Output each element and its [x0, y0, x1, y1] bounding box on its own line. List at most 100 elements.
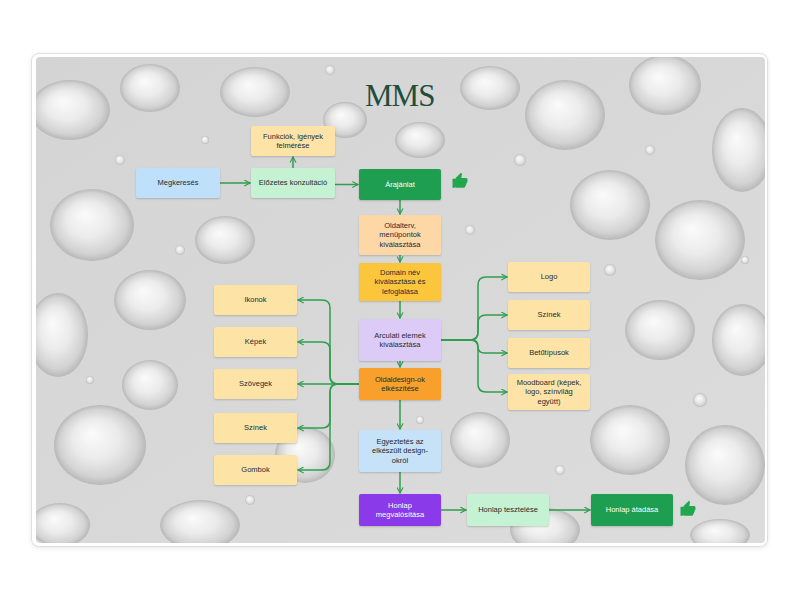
- process-box: Arculati elemek kiválasztása: [359, 319, 441, 361]
- box-text: Egyeztetés az elkészült design-okról: [364, 437, 436, 465]
- water-drop: [693, 393, 707, 407]
- flow-arrow: [298, 384, 359, 470]
- box-text: Szövegek: [239, 379, 272, 388]
- box-text: Domain név kiválasztása és lefoglalása: [364, 268, 436, 296]
- process-box: Színek: [214, 413, 297, 443]
- water-drop: [36, 503, 90, 543]
- water-drop: [50, 189, 134, 261]
- box-text: Oldalterv, menüpontok kiválasztása: [364, 221, 436, 249]
- box-text: Arculati elemek kiválasztása: [364, 331, 436, 350]
- water-drop: [175, 245, 185, 255]
- water-drop: [36, 80, 110, 140]
- water-drop: [395, 122, 445, 158]
- box-text: Moodboard (képek, logo, színvilág együtt…: [513, 378, 585, 406]
- process-box: Logo: [508, 262, 590, 292]
- flow-arrow: [441, 340, 507, 392]
- water-drop: [120, 64, 180, 112]
- water-drop: [86, 376, 94, 384]
- water-drop: [685, 425, 765, 505]
- water-drop: [54, 405, 146, 485]
- box-text: Előzetes konzultáció: [259, 178, 327, 187]
- flow-arrow: [298, 300, 359, 384]
- box-text: Megkeresés: [158, 178, 199, 187]
- box-text: Honlap tesztelése: [478, 505, 538, 514]
- box-text: Képek: [245, 337, 266, 346]
- box-text: Árajánlat: [385, 180, 415, 189]
- flow-arrow: [441, 509, 466, 511]
- water-drop: [741, 256, 749, 264]
- flow-arrow: [441, 315, 507, 340]
- logo-text: MMS: [365, 80, 434, 111]
- water-drop: [122, 360, 178, 410]
- water-drop: [325, 65, 335, 75]
- process-box: Ikonok: [214, 285, 297, 315]
- water-drop: [465, 225, 475, 235]
- flow-arrow: [292, 157, 294, 168]
- water-drop: [655, 200, 745, 280]
- process-box: Betűtípusok: [508, 338, 590, 368]
- flow-arrow: [399, 301, 401, 318]
- water-drop: [195, 216, 255, 264]
- flow-arrow: [298, 384, 359, 428]
- flow-arrow: [399, 472, 401, 493]
- water-drop: [555, 465, 565, 475]
- process-box: Árajánlat: [359, 169, 441, 200]
- flow-arrow: [441, 277, 507, 340]
- droplet-texture: [36, 57, 765, 543]
- process-box: Képek: [214, 327, 297, 357]
- water-drop: [114, 270, 186, 330]
- process-box: Funkciók, igények felmérése: [251, 126, 335, 156]
- flow-arrow: [399, 200, 401, 214]
- water-drop: [712, 304, 765, 376]
- process-box: Egyeztetés az elkészült design-okról: [359, 430, 441, 472]
- process-box: Honlap megvalósítása: [359, 494, 441, 526]
- process-box: Oldalterv, menüpontok kiválasztása: [359, 215, 441, 255]
- water-drop: [690, 519, 750, 543]
- flow-arrow: [441, 340, 507, 353]
- process-box: Honlap tesztelése: [467, 494, 549, 526]
- water-drop: [514, 154, 526, 166]
- box-text: Oldaldesign-ok elkészítése: [364, 375, 436, 394]
- water-drop: [625, 300, 695, 360]
- water-drop: [604, 264, 616, 276]
- box-text: Színek: [538, 310, 561, 319]
- flow-arrow: [298, 342, 359, 384]
- water-drop: [201, 136, 209, 144]
- water-drop: [115, 155, 125, 165]
- box-text: Gombok: [241, 465, 269, 474]
- water-drop: [160, 500, 240, 543]
- water-drop: [645, 145, 655, 155]
- process-box: Színek: [508, 300, 590, 330]
- box-text: Logo: [541, 272, 558, 281]
- box-text: Ikonok: [244, 295, 266, 304]
- water-drop: [570, 170, 650, 240]
- process-box: Domain név kiválasztása és lefoglalása: [359, 263, 441, 301]
- process-box: Előzetes konzultáció: [251, 168, 335, 198]
- process-box: Moodboard (képek, logo, színvilág együtt…: [508, 374, 590, 410]
- water-drop: [220, 67, 290, 117]
- process-box: Oldaldesign-ok elkészítése: [359, 368, 441, 400]
- water-drop: [36, 293, 88, 377]
- flow-arrow: [549, 509, 590, 511]
- water-drop: [416, 416, 424, 424]
- flow-arrow: [335, 184, 358, 186]
- water-drop: [525, 80, 605, 150]
- process-box: Honlap átadása: [591, 494, 673, 526]
- water-drop: [590, 405, 670, 475]
- process-box: Szövegek: [214, 369, 297, 399]
- flow-arrow: [220, 182, 250, 184]
- water-drop: [450, 412, 510, 468]
- thumbs-up-icon: [681, 501, 696, 516]
- thumbs-up-shape: [453, 173, 468, 188]
- process-box: Megkeresés: [136, 168, 220, 198]
- flow-arrow: [399, 361, 401, 367]
- box-text: Honlap átadása: [606, 505, 659, 514]
- thumbs-up-icon: [453, 173, 468, 188]
- process-box: Gombok: [214, 455, 297, 485]
- flow-arrow: [399, 400, 401, 429]
- box-text: Funkciók, igények felmérése: [256, 132, 330, 151]
- box-text: Honlap megvalósítása: [364, 501, 436, 520]
- thumbs-up-shape: [681, 501, 696, 516]
- water-drop: [460, 66, 520, 110]
